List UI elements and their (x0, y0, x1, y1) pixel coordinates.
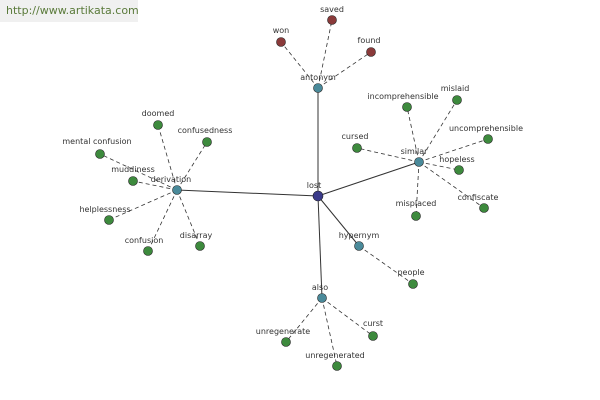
leaf-label-confusion: confusion (125, 236, 164, 245)
edge-derivation-confusedness (176, 141, 208, 191)
leaf-label-disarray: disarray (180, 231, 213, 240)
category-label-similar: similar (401, 147, 429, 156)
leaf-node-mental-confusion[interactable] (95, 149, 105, 159)
edge-derivation-mental-confusion (99, 153, 178, 191)
leaf-label-unregenerated: unregenerated (305, 351, 365, 360)
leaf-label-confiscate: confiscate (458, 193, 499, 202)
leaf-label-found: found (358, 36, 381, 45)
leaf-label-incomprehensible: incomprehensible (367, 92, 438, 101)
category-label-hypernym: hypernym (339, 231, 380, 240)
leaf-label-confusedness: confusedness (178, 126, 233, 135)
category-node-derivation[interactable] (172, 185, 182, 195)
leaf-label-mislaid: mislaid (441, 84, 470, 93)
leaf-label-helplessness: helplessness (79, 205, 130, 214)
root-node[interactable] (312, 190, 324, 202)
edge-also-unregenerate (285, 297, 323, 343)
leaf-node-mislaid[interactable] (452, 95, 462, 105)
leaf-node-doomed[interactable] (153, 120, 163, 130)
edge-similar-mislaid (418, 99, 458, 163)
leaf-node-confusion[interactable] (143, 246, 153, 256)
leaf-node-uncomprehensible[interactable] (483, 134, 493, 144)
edge-similar-misplaced (415, 161, 420, 217)
leaf-label-uncomprehensible: uncomprehensible (449, 124, 523, 133)
leaf-node-unregenerated[interactable] (332, 361, 342, 371)
leaf-node-found[interactable] (366, 47, 376, 57)
edge-derivation-confusion (147, 189, 178, 252)
edge-root-hypernym (317, 195, 360, 247)
edge-root-derivation (176, 189, 319, 197)
edge-derivation-muddiness (132, 180, 178, 191)
leaf-label-muddiness: muddiness (111, 165, 155, 174)
edge-similar-incomprehensible (406, 106, 420, 163)
leaf-node-unregenerate[interactable] (281, 337, 291, 347)
leaf-node-confusedness[interactable] (202, 137, 212, 147)
edge-hypernym-people (358, 245, 414, 285)
leaf-node-confiscate[interactable] (479, 203, 489, 213)
edge-root-similar (317, 161, 420, 197)
category-node-hypernym[interactable] (354, 241, 364, 251)
leaf-label-hopeless: hopeless (439, 155, 474, 164)
edge-derivation-helplessness (108, 189, 178, 221)
leaf-node-incomprehensible[interactable] (402, 102, 412, 112)
edge-antonym-found (317, 51, 372, 89)
leaf-node-curst[interactable] (368, 331, 378, 341)
edge-also-unregenerated (321, 297, 338, 367)
leaf-label-curst: curst (363, 319, 383, 328)
category-node-antonym[interactable] (313, 83, 323, 93)
leaf-label-misplaced: misplaced (396, 199, 437, 208)
edge-also-curst (321, 297, 374, 337)
leaf-label-doomed: doomed (142, 109, 175, 118)
leaf-node-saved[interactable] (327, 15, 337, 25)
category-label-antonym: antonym (300, 73, 336, 82)
edge-similar-cursed (356, 147, 420, 163)
leaf-label-won: won (273, 26, 290, 35)
root-label: lost (307, 181, 321, 190)
leaf-label-mental-confusion: mental confusion (62, 137, 131, 146)
category-label-also: also (312, 283, 328, 292)
leaf-label-unregenerate: unregenerate (256, 327, 310, 336)
edge-similar-uncomprehensible (418, 138, 489, 163)
leaf-label-cursed: cursed (342, 132, 369, 141)
edge-antonym-won (280, 41, 319, 89)
edge-similar-confiscate (418, 161, 485, 209)
edge-antonym-saved (317, 19, 333, 89)
leaf-node-misplaced[interactable] (411, 211, 421, 221)
leaf-label-people: people (397, 268, 424, 277)
category-node-also[interactable] (317, 293, 327, 303)
leaf-node-hopeless[interactable] (454, 165, 464, 175)
category-node-similar[interactable] (414, 157, 424, 167)
leaf-node-won[interactable] (276, 37, 286, 47)
watermark-url: http://www.artikata.com (0, 0, 139, 22)
leaf-node-muddiness[interactable] (128, 176, 138, 186)
leaf-node-helplessness[interactable] (104, 215, 114, 225)
category-label-derivation: derivation (151, 175, 191, 184)
edge-derivation-disarray (176, 189, 201, 247)
edge-root-also (317, 195, 323, 299)
leaf-node-cursed[interactable] (352, 143, 362, 153)
leaf-label-saved: saved (320, 5, 344, 14)
edge-derivation-doomed (157, 124, 178, 191)
leaf-node-people[interactable] (408, 279, 418, 289)
leaf-node-disarray[interactable] (195, 241, 205, 251)
